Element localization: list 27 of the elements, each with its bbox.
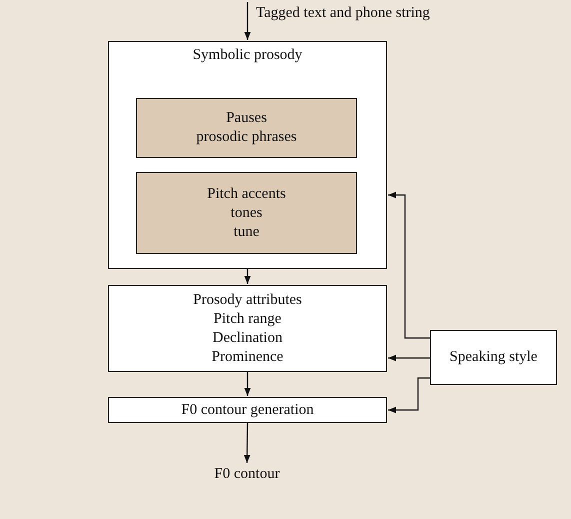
node-text: Speaking style	[450, 348, 538, 367]
arrow	[244, 423, 250, 463]
arrow	[244, 2, 251, 40]
process-box	[108, 285, 387, 372]
node-text: Declination	[212, 328, 282, 348]
process-box	[136, 172, 357, 254]
arrow	[244, 269, 251, 284]
process-box	[108, 41, 387, 269]
arrow	[388, 377, 430, 414]
input-box	[430, 330, 557, 385]
node-text: Pitch range	[214, 310, 282, 328]
process-box	[108, 397, 387, 423]
node-text: prosodic phrases	[196, 128, 297, 147]
node-text: tones	[230, 204, 262, 222]
node-text: F0 contour	[214, 464, 280, 484]
node-text: Symbolic prosody	[192, 46, 302, 65]
node-text: tune	[234, 222, 260, 242]
node-text: F0 contour generation	[181, 400, 314, 420]
arrow	[388, 354, 430, 362]
node-text: Prominence	[212, 348, 284, 366]
node-text: Pitch accents	[207, 184, 286, 204]
edge-label: Tagged text and phone string	[256, 4, 430, 23]
process-box	[136, 98, 357, 158]
node-text: Prosody attributes	[193, 290, 302, 310]
arrow	[388, 192, 430, 339]
node-text: Pauses	[226, 109, 267, 128]
arrow	[244, 372, 251, 396]
